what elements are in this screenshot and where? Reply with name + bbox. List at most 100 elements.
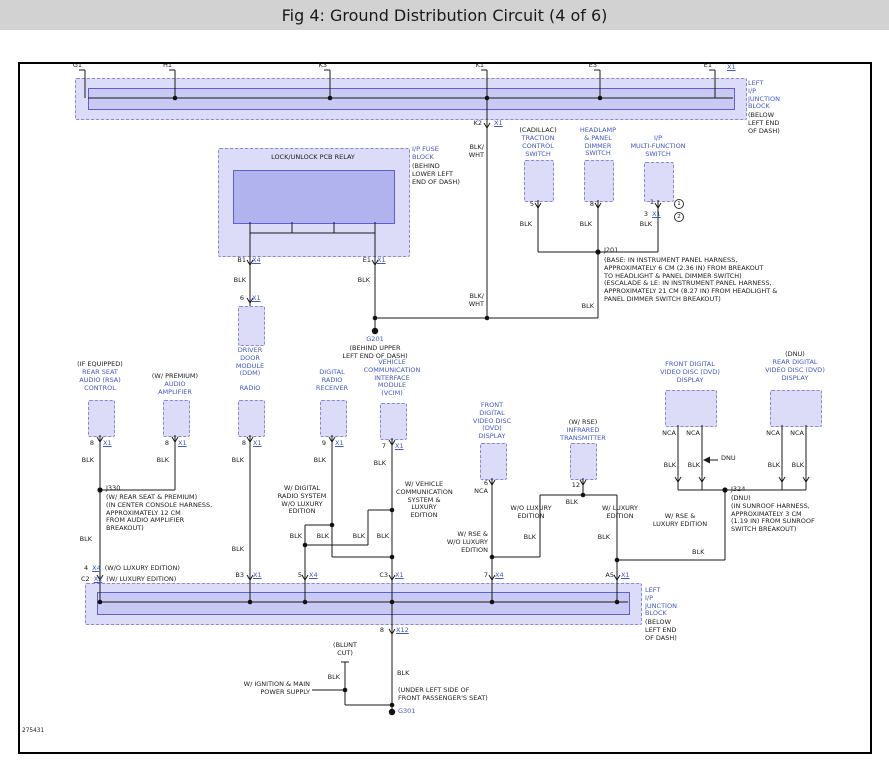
relay-wire-left-color: BLK <box>233 276 246 284</box>
k2-wire-color: BLK/ WHT <box>468 143 484 159</box>
digital-radio-receiver-box <box>320 400 347 437</box>
dvd-center-note: W/ RSE & W/O LUXURY EDITION <box>446 530 488 554</box>
j201-note: (BASE: IN INSTRUMENT PANEL HARNESS, APPR… <box>604 256 778 303</box>
top-pin-e3: E3 <box>588 61 597 69</box>
rsa-connector-link[interactable]: X1 <box>103 439 112 447</box>
c2-pin-row2-connector-link[interactable]: X2 <box>93 574 103 583</box>
rsa-wire: BLK <box>81 456 94 464</box>
title-bar: Fig 4: Ground Distribution Circuit (4 of… <box>0 0 889 30</box>
dvd-front-right-box <box>665 390 717 427</box>
figure-title: Fig 4: Ground Distribution Circuit (4 of… <box>281 5 608 25</box>
block-pin-a5: A5 <box>605 571 614 579</box>
g301-location: (UNDER LEFT SIDE OF FRONT PASSENGER'S SE… <box>398 686 488 702</box>
j201-wire: BLK <box>581 302 594 310</box>
c2-pin-row1-connector-link[interactable]: X4 <box>92 563 101 572</box>
top-pin-k3: K3 <box>318 61 327 69</box>
j324-wire: BLK <box>692 548 705 556</box>
multifunction-switch-pin2: 3 <box>643 210 648 218</box>
radio-block-connector-link[interactable]: X1 <box>253 571 262 579</box>
block-pin-c3: C3 <box>379 571 388 579</box>
bottom-junction-block-busbar <box>97 592 630 615</box>
fuse-block-location: (BEHIND LOWER LEFT END OF DASH) <box>412 162 460 186</box>
top-pin-e1-connector-link[interactable]: X1 <box>727 63 736 71</box>
ir-note-right: W/ LUXURY EDITION <box>601 504 639 520</box>
ddm-box <box>238 306 265 346</box>
top-pin-h1: H1 <box>162 61 172 69</box>
receiver-name: DIGITAL RADIO RECEIVER <box>315 368 349 392</box>
amplifier-connector-link[interactable]: X1 <box>178 439 187 447</box>
radio-connector-link[interactable]: X1 <box>253 439 262 447</box>
vcim-connector-link[interactable]: X1 <box>395 442 404 450</box>
footnote-1-badge: 1 <box>674 199 684 209</box>
dimmer-switch-wire: BLK <box>579 220 592 228</box>
dimmer-switch-box <box>584 160 614 202</box>
k2-connector-link[interactable]: X1 <box>494 119 503 127</box>
dvd-front-right-name: FRONT DIGITAL VIDEO DISC (DVD) DISPLAY <box>660 360 720 384</box>
ir-wire-left: BLK <box>523 533 536 541</box>
dvd-front-right-wire1: NCA <box>662 429 676 437</box>
rsa-control-box <box>88 400 115 437</box>
relay-pin-e1-connector-link[interactable]: X1 <box>377 256 386 264</box>
dvd-front-center-box <box>480 443 507 480</box>
receiver-wire: BLK <box>313 456 326 464</box>
relay-inner-box <box>233 170 395 224</box>
k2-wire-color-2: BLK/ WHT <box>468 292 484 308</box>
k2-pin: K2 <box>473 119 482 127</box>
bottom-out-connector-link[interactable]: X12 <box>396 626 409 634</box>
vcim-pin: 7 <box>381 442 386 450</box>
c2-pin-row2-pin: C2 <box>81 574 90 583</box>
traction-switch-wire: BLK <box>519 220 532 228</box>
g301-main-wire: BLK <box>397 669 410 677</box>
vcim-wire: BLK <box>373 459 386 467</box>
vcim-name: VEHICLE COMMUNICATION INTERFACE MODULE (… <box>363 358 421 398</box>
block-pin-a5-connector-link[interactable]: X1 <box>621 571 630 579</box>
receiver-connector-link[interactable]: X1 <box>335 439 344 447</box>
top-junction-block-busbar <box>88 88 735 110</box>
receiver-pin: 9 <box>321 439 326 447</box>
top-pin-g1: G1 <box>72 61 82 69</box>
bottom-out-pin: 8 <box>379 626 384 634</box>
j330-wire: BLK <box>79 535 92 543</box>
audio-amplifier-box <box>163 400 190 437</box>
dvd-rear-box <box>770 390 822 427</box>
crossover-wire-2: BLK <box>316 532 329 540</box>
multifunction-switch-box <box>644 162 674 202</box>
dimmer-switch-pin: 8 <box>589 200 594 208</box>
j201-name: J201 <box>604 246 619 254</box>
ddm-name: DRIVER DOOR MODULE (DDM) <box>235 346 265 378</box>
top-junction-block-location: (BELOW LEFT END OF DASH) <box>748 111 780 135</box>
multifunction-switch-pin1: 1 <box>649 198 654 206</box>
j324-note-left: W/ RSE & LUXURY EDITION <box>652 512 708 528</box>
dimmer-switch-name: HEADLAMP & PANEL DIMMER SWITCH <box>579 126 617 158</box>
amplifier-name: AUDIO AMPLIFIER <box>158 380 192 396</box>
dvd-front-right-wire2: NCA <box>686 429 700 437</box>
vcim-box <box>380 403 407 440</box>
relay-name: LOCK/UNLOCK PCB RELAY <box>271 153 355 161</box>
relay-pin-b1-connector-link[interactable]: X4 <box>252 256 261 264</box>
crossover-wire-3: BLK <box>352 532 365 540</box>
j324-note: (DNU) (IN SUNROOF HARNESS, APPROXIMATELY… <box>731 494 815 534</box>
fuse-block-name: I/P FUSE BLOCK <box>412 145 439 161</box>
g301-name: G301 <box>398 707 416 715</box>
ddm-connector-link[interactable]: X1 <box>252 294 261 302</box>
dvd-rear-name: REAR DIGITAL VIDEO DISC (DVD) DISPLAY <box>765 358 825 382</box>
block-pin-5: 5 <box>297 571 302 579</box>
relay-pin-e1: E1 <box>362 256 371 264</box>
blunt-cut-wire: BLK <box>327 673 340 681</box>
radio-wire: BLK <box>231 456 244 464</box>
multifunction-switch-connector-link[interactable]: X1 <box>652 210 661 218</box>
dvd-center-wire: NCA <box>474 487 488 495</box>
j330-note: (W/ REAR SEAT & PREMIUM) (IN CENTER CONS… <box>106 493 213 533</box>
block-pin-5-connector-link[interactable]: X4 <box>309 571 318 579</box>
dvd-front-right-wire3: BLK <box>663 461 676 469</box>
block-pin-7-connector-link[interactable]: X4 <box>495 571 504 579</box>
j324-name: J324 <box>731 485 746 493</box>
crossover-note-right: W/ VEHICLE COMMUNICATION SYSTEM & LUXURY… <box>396 480 453 520</box>
block-pin-c3-connector-link[interactable]: X1 <box>395 571 404 579</box>
crossover-note-left: W/ DIGITAL RADIO SYSTEM W/O LUXURY EDITI… <box>277 484 327 516</box>
radio-pin: 8 <box>241 439 246 447</box>
bottom-junction-block-location: (BELOW LEFT END OF DASH) <box>645 618 677 642</box>
crossover-wire-1: BLK <box>289 532 302 540</box>
ir-transmitter-box <box>570 443 597 480</box>
